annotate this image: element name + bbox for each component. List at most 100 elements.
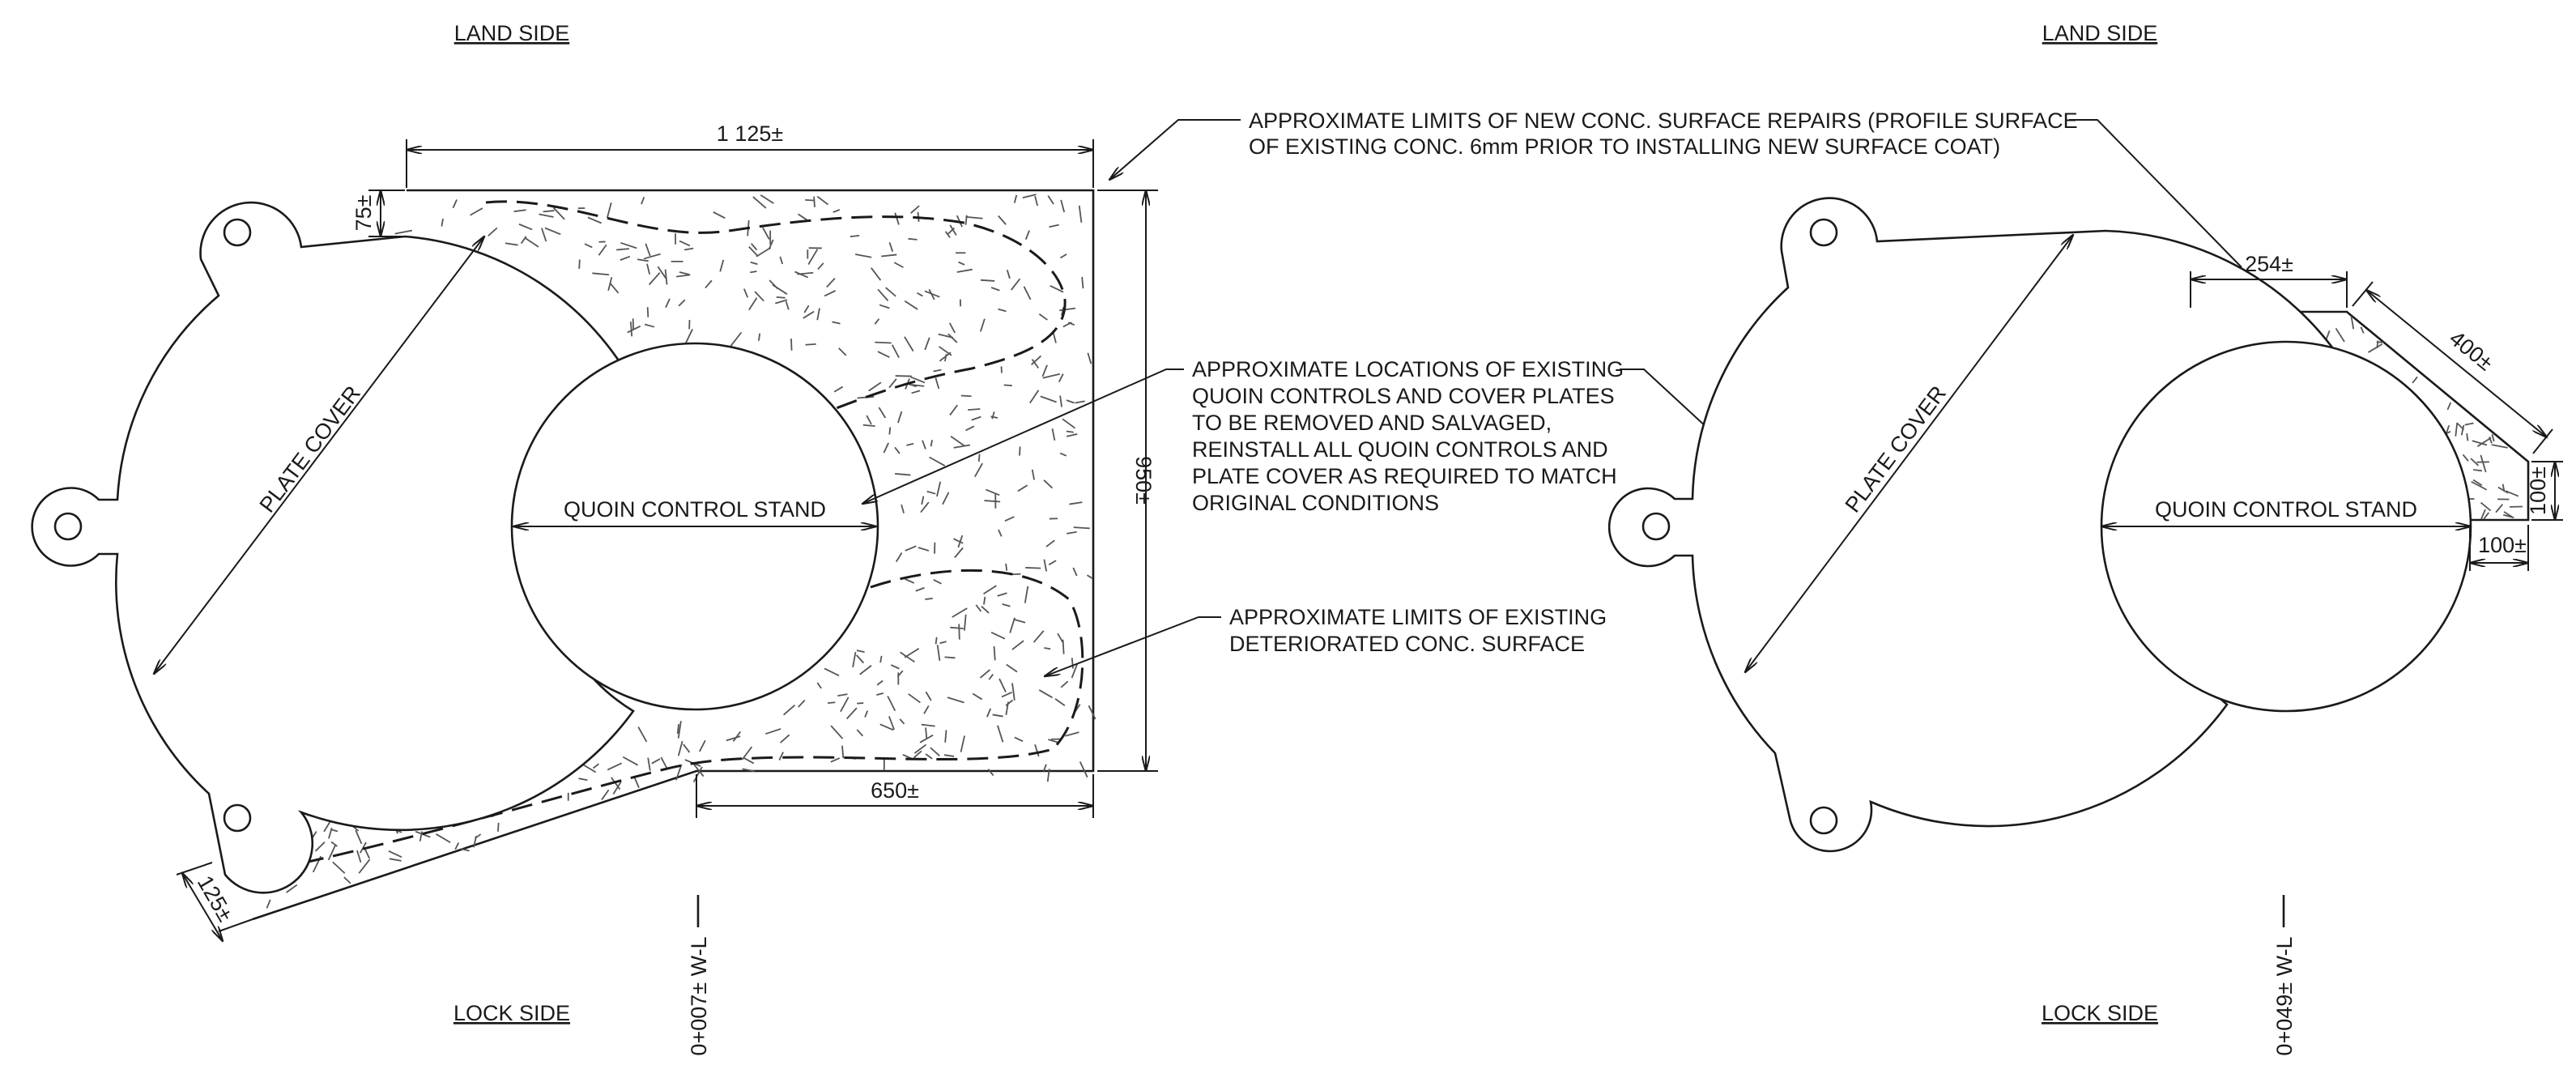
dim-400-ext2 — [2532, 428, 2553, 454]
hatch-stroke — [857, 702, 864, 705]
hatch-stroke — [798, 213, 807, 221]
hatch-stroke — [741, 746, 753, 760]
hatch-stroke — [871, 267, 882, 281]
hatch-stroke — [904, 336, 914, 352]
hatch-stroke — [775, 299, 788, 305]
hatch-stroke — [992, 714, 1003, 718]
hatch-stroke — [633, 776, 640, 788]
hatch-stroke — [742, 768, 756, 773]
hatch-stroke — [887, 696, 896, 712]
hatch-stroke — [923, 705, 930, 714]
left-detail: PLATE COVER QUOIN CONTROL STAND 1 125± 7… — [31, 21, 1158, 1056]
hatch-stroke — [785, 300, 790, 310]
hatch-stroke — [1066, 399, 1075, 404]
hatch-stroke — [750, 243, 758, 251]
hatch-stroke — [587, 216, 602, 224]
hatch-stroke — [1013, 194, 1018, 203]
hatch-stroke — [998, 308, 1007, 313]
deteriorated-limit-lower — [266, 569, 1084, 872]
hatch-stroke — [2506, 490, 2519, 497]
note-new-repairs-line2: OF EXISTING CONC. 6mm PRIOR TO INSTALLIN… — [1249, 134, 2000, 159]
hatch-stroke — [921, 723, 935, 727]
hatch-stroke — [846, 707, 858, 720]
hatch-stroke — [935, 637, 938, 645]
hatch-stroke — [705, 279, 713, 289]
hatch-stroke — [524, 237, 539, 248]
hatch-stroke — [1006, 663, 1018, 673]
hatch-stroke — [874, 318, 880, 325]
hatch-stroke — [954, 547, 964, 559]
hatch-stroke — [997, 725, 1004, 743]
dim-254-label: 254± — [2245, 252, 2293, 276]
hatch-stroke — [953, 538, 964, 544]
hatch-stroke — [798, 699, 806, 708]
hatch-stroke — [893, 262, 904, 268]
hatch-stroke — [2472, 479, 2483, 487]
hatch-stroke — [998, 678, 1007, 693]
hatch-stroke — [944, 730, 947, 743]
hatch-stroke — [895, 552, 903, 563]
hatch-stroke — [757, 333, 761, 341]
hatch-stroke — [2360, 326, 2365, 334]
lug-hole-bottom — [223, 803, 252, 833]
hatch-stroke — [1079, 761, 1088, 778]
hatch-stroke — [817, 262, 824, 271]
hatch-stroke — [2412, 376, 2418, 384]
hatch-stroke — [441, 218, 444, 227]
hatch-stroke — [1004, 516, 1015, 522]
hatch-stroke — [684, 329, 693, 345]
hatch-stroke — [1033, 630, 1045, 643]
hatch-stroke — [897, 411, 903, 424]
hatch-stroke — [598, 244, 607, 256]
hatch-stroke — [2480, 509, 2486, 519]
hatch-stroke — [918, 547, 930, 552]
hatch-stroke — [750, 271, 757, 274]
hatch-stroke — [916, 292, 923, 297]
hatch-stroke — [330, 829, 338, 833]
hatch-stroke — [828, 701, 836, 705]
hatch-stroke — [343, 876, 351, 884]
hatch-stroke — [956, 268, 973, 273]
hatch-stroke — [676, 274, 691, 278]
hatch-stroke — [986, 488, 1000, 496]
dim-100h-label: 100± — [2478, 533, 2527, 557]
hatch-stroke — [713, 211, 726, 219]
hatch-stroke — [929, 456, 946, 466]
quoin-stand-label: QUOIN CONTROL STAND — [564, 497, 826, 522]
note-quoin-line1: APPROXIMATE LOCATIONS OF EXISTING — [1192, 357, 1624, 381]
hatch-stroke — [1066, 433, 1078, 437]
hatch-stroke — [647, 757, 651, 771]
hatch-stroke — [513, 209, 526, 213]
note-new-repairs-line1: APPROXIMATE LIMITS OF NEW CONC. SURFACE … — [1249, 109, 2078, 133]
hatch-stroke — [1061, 306, 1065, 316]
hatch-stroke — [1011, 683, 1015, 701]
plate-cover-diameter-line-right — [1745, 235, 2073, 672]
hatch-stroke — [620, 241, 637, 249]
hatch-stroke — [939, 641, 947, 645]
lug-hole-top-right — [1809, 218, 1838, 247]
hatch-stroke — [1072, 567, 1078, 577]
hatch-stroke — [944, 231, 951, 238]
hatch-stroke — [944, 354, 947, 362]
quoin-stand-label-right: QUOIN CONTROL STAND — [2155, 497, 2417, 522]
lug-hole-left — [53, 512, 83, 541]
hatch-stroke — [581, 764, 597, 773]
hatch-stroke — [664, 269, 668, 285]
hatch-stroke — [913, 743, 927, 754]
hatch-stroke — [803, 310, 815, 319]
hatch-stroke — [935, 377, 940, 390]
hatch-stroke — [678, 299, 686, 307]
note-deteriorated-line1: APPROXIMATE LIMITS OF EXISTING — [1229, 605, 1607, 629]
hatch-stroke — [1059, 452, 1067, 457]
hatch-stroke — [332, 861, 346, 874]
hatch-stroke — [1011, 278, 1021, 291]
hatch-stroke — [925, 753, 933, 760]
hatch-stroke — [611, 777, 621, 790]
hatch-stroke — [840, 697, 849, 713]
hatch-stroke — [960, 394, 972, 398]
hatch-stroke — [924, 337, 930, 351]
hatch-stroke — [730, 331, 743, 347]
hatch-stroke — [754, 291, 764, 302]
hatch-stroke — [266, 899, 271, 909]
hatch-stroke — [958, 261, 965, 266]
